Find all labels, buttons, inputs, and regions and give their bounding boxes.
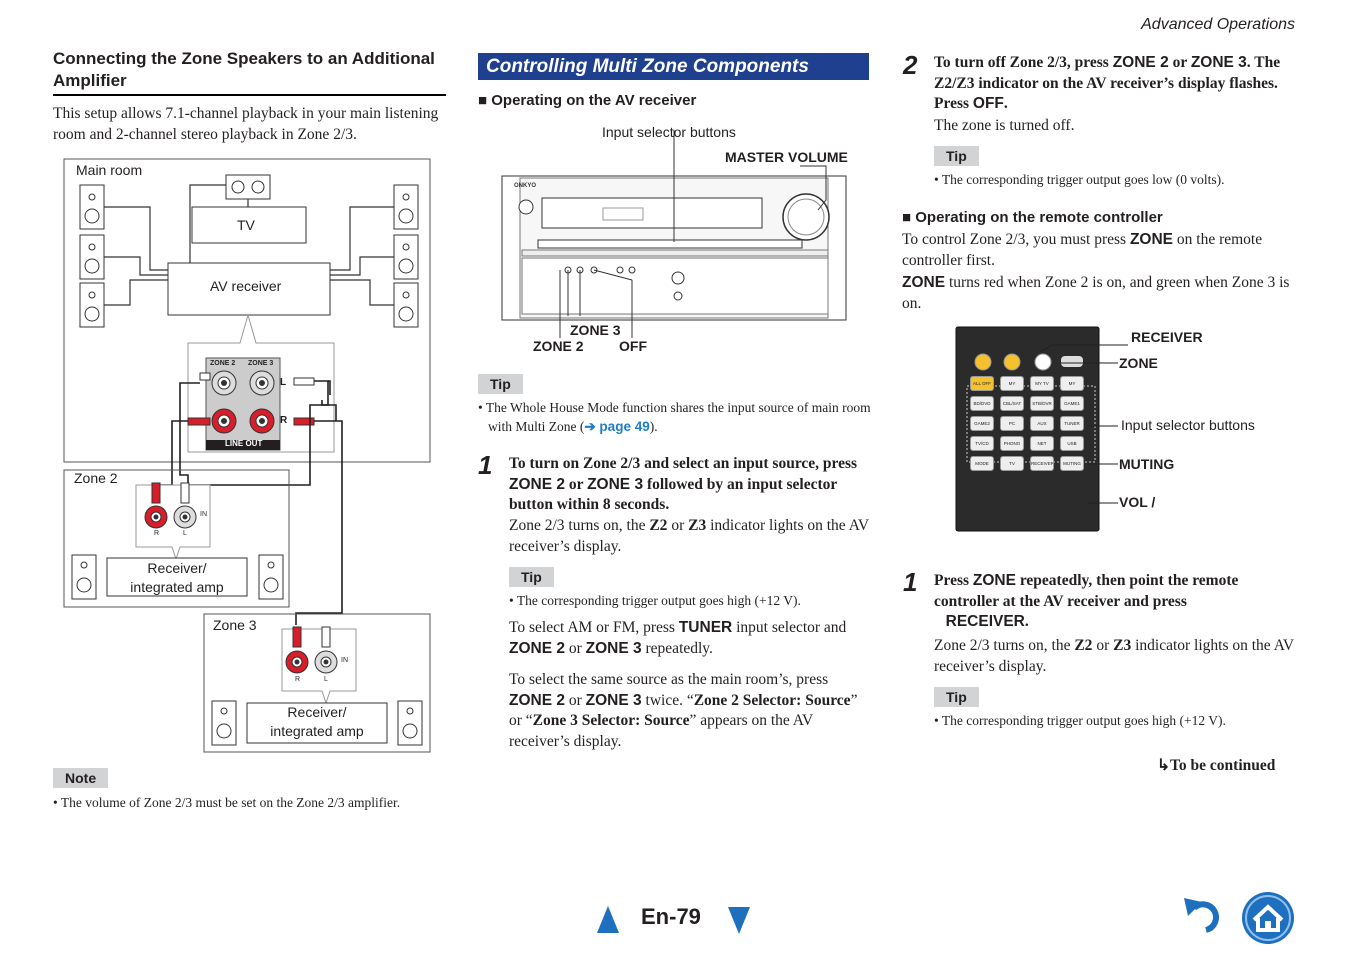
brand-text: ONKYO [514,183,536,189]
section-header: Advanced Operations [1141,16,1295,33]
same-source-paragraph: To select the same source as the main ro… [509,671,858,750]
remote-paragraph-2: ZONE turns red when Zone 2 is on, and gr… [902,274,1290,312]
vol-button-label: VOL / [1119,494,1156,510]
jack-zone2-label: ZONE 2 [210,360,236,367]
zone3-l-label: L [324,676,328,683]
zone-wiring-diagram [63,158,431,753]
tip-label-2: Tip [509,567,554,587]
zone2-label: Zone 2 [74,470,118,486]
remote-button-grid: ALL OFF MY MOVIE MY TV MY MUSIC BD/DVD CBL/SA… [970,376,1092,471]
remote-button[interactable]: MODE [970,456,994,471]
receiver-button-label: RECEIVER [1131,329,1203,345]
back-icon[interactable] [1180,894,1230,940]
remote-button[interactable]: NET [1030,436,1054,451]
col1-intro: This setup allows 7.1-channel playback i… [53,105,439,143]
tip-trigger-high-2: • The corresponding trigger output goes … [934,713,1226,728]
step1-instruction: To turn on Zone 2/3 and select an input … [509,455,858,513]
remote-button[interactable]: MY MOVIE [1000,376,1024,391]
zone2-l-label: L [183,530,187,537]
zone3-r-label: R [295,676,301,683]
step1-result: Zone 2/3 turns on, the Z2 or Z3 indicato… [509,517,869,555]
prev-page-icon[interactable] [596,904,620,934]
col1-heading: Connecting the Zone Speakers to an Addit… [53,49,435,90]
remote-button[interactable]: GAME2 [970,416,994,431]
note-label: Note [53,768,109,788]
remote-button[interactable]: MUTING [1060,456,1084,471]
page-number: En-79 [641,904,701,929]
muting-button-label: MUTING [1119,456,1175,472]
zone2-amp-label: Receiver/integrated amp [130,560,224,595]
tip-label-4: Tip [934,687,979,707]
remote-button[interactable]: RECEIVER [1030,456,1054,471]
col3-subheading: ■ Operating on the remote controller [902,209,1163,226]
note-text: • The volume of Zone 2/3 must be set on … [53,795,401,810]
master-volume-label: MASTER VOLUME [725,149,848,165]
remote-button[interactable]: STB/DVR [1030,396,1054,411]
remote-input-selector-label: Input selector buttons [1121,417,1255,433]
zone3-in-label: IN [341,657,348,664]
jack-l-label: L [280,377,287,388]
step2-instruction: To turn off Zone 2/3, press ZONE 2 or ZO… [934,54,1281,112]
section-title-bar: Controlling Multi Zone Components [478,53,869,80]
step1b-number: 1 [903,567,918,597]
zone3-button-label: ZONE 3 [570,322,621,338]
tip-whole-house: • The Whole House Mode function shares t… [478,400,871,434]
step2-number: 2 [903,50,918,80]
av-receiver-label: AV receiver [210,278,282,294]
remote-button[interactable]: BD/DVD [970,396,994,411]
remote-button[interactable]: CBL/SAT [1000,396,1024,411]
heading-rule [53,94,446,96]
remote-button[interactable]: TUNER [1060,416,1084,431]
remote-button[interactable]: TV/CD [970,436,994,451]
tip-label-3: Tip [934,146,979,166]
tip-trigger-high: • The corresponding trigger output goes … [509,593,801,608]
jack-zone3-label: ZONE 3 [248,360,274,367]
col2-subheading: ■ Operating on the AV receiver [478,92,697,109]
receiver-front-panel: ONKYO [501,130,847,338]
remote-button[interactable]: AUX [1030,416,1054,431]
zone3-label: Zone 3 [213,617,257,633]
remote-button[interactable]: ALL OFF [970,376,994,391]
remote-button[interactable]: MY TV [1030,376,1054,391]
step1b-instruction: Press ZONE repeatedly, then point the re… [934,572,1239,630]
next-page-icon[interactable] [727,906,751,936]
tip-trigger-low: • The corresponding trigger output goes … [934,172,1225,187]
input-selector-label: Input selector buttons [602,124,736,140]
zone3-amp-label: Receiver/integrated amp [270,704,364,739]
zone2-button-label: ZONE 2 [533,338,584,354]
step2-result: The zone is turned off. [934,117,1075,134]
to-be-continued: ↳To be continued [1157,757,1276,774]
remote-paragraph-1: To control Zone 2/3, you must press ZONE… [902,231,1263,269]
off-button-label: OFF [619,338,647,354]
tip-label: Tip [478,374,523,394]
tv-label: TV [237,217,255,233]
zone2-r-label: R [154,530,160,537]
remote-button[interactable]: PHONO [1000,436,1024,451]
jack-r-label: R [280,415,288,426]
main-room-label: Main room [76,162,143,178]
remote-button[interactable]: USB [1060,436,1084,451]
zone2-in-label: IN [200,511,207,518]
page-49-link[interactable]: ➔ page 49 [584,419,650,434]
step1-number: 1 [478,450,493,480]
remote-callout-lines [1040,344,1128,504]
remote-button[interactable]: PC [1000,416,1024,431]
zone-button-label: ZONE [1119,355,1158,371]
remote-button[interactable]: MY MUSIC [1060,376,1084,391]
am-fm-paragraph: To select AM or FM, press TUNER input se… [509,619,847,657]
step1b-result: Zone 2/3 turns on, the Z2 or Z3 indicato… [934,637,1294,675]
continued-arrow-icon: ↳ [1157,757,1170,774]
remote-button[interactable]: GAME1 [1060,396,1084,411]
home-icon[interactable] [1240,890,1296,946]
line-out-label: LINE OUT [225,439,263,448]
remote-button[interactable]: TV [1000,456,1024,471]
